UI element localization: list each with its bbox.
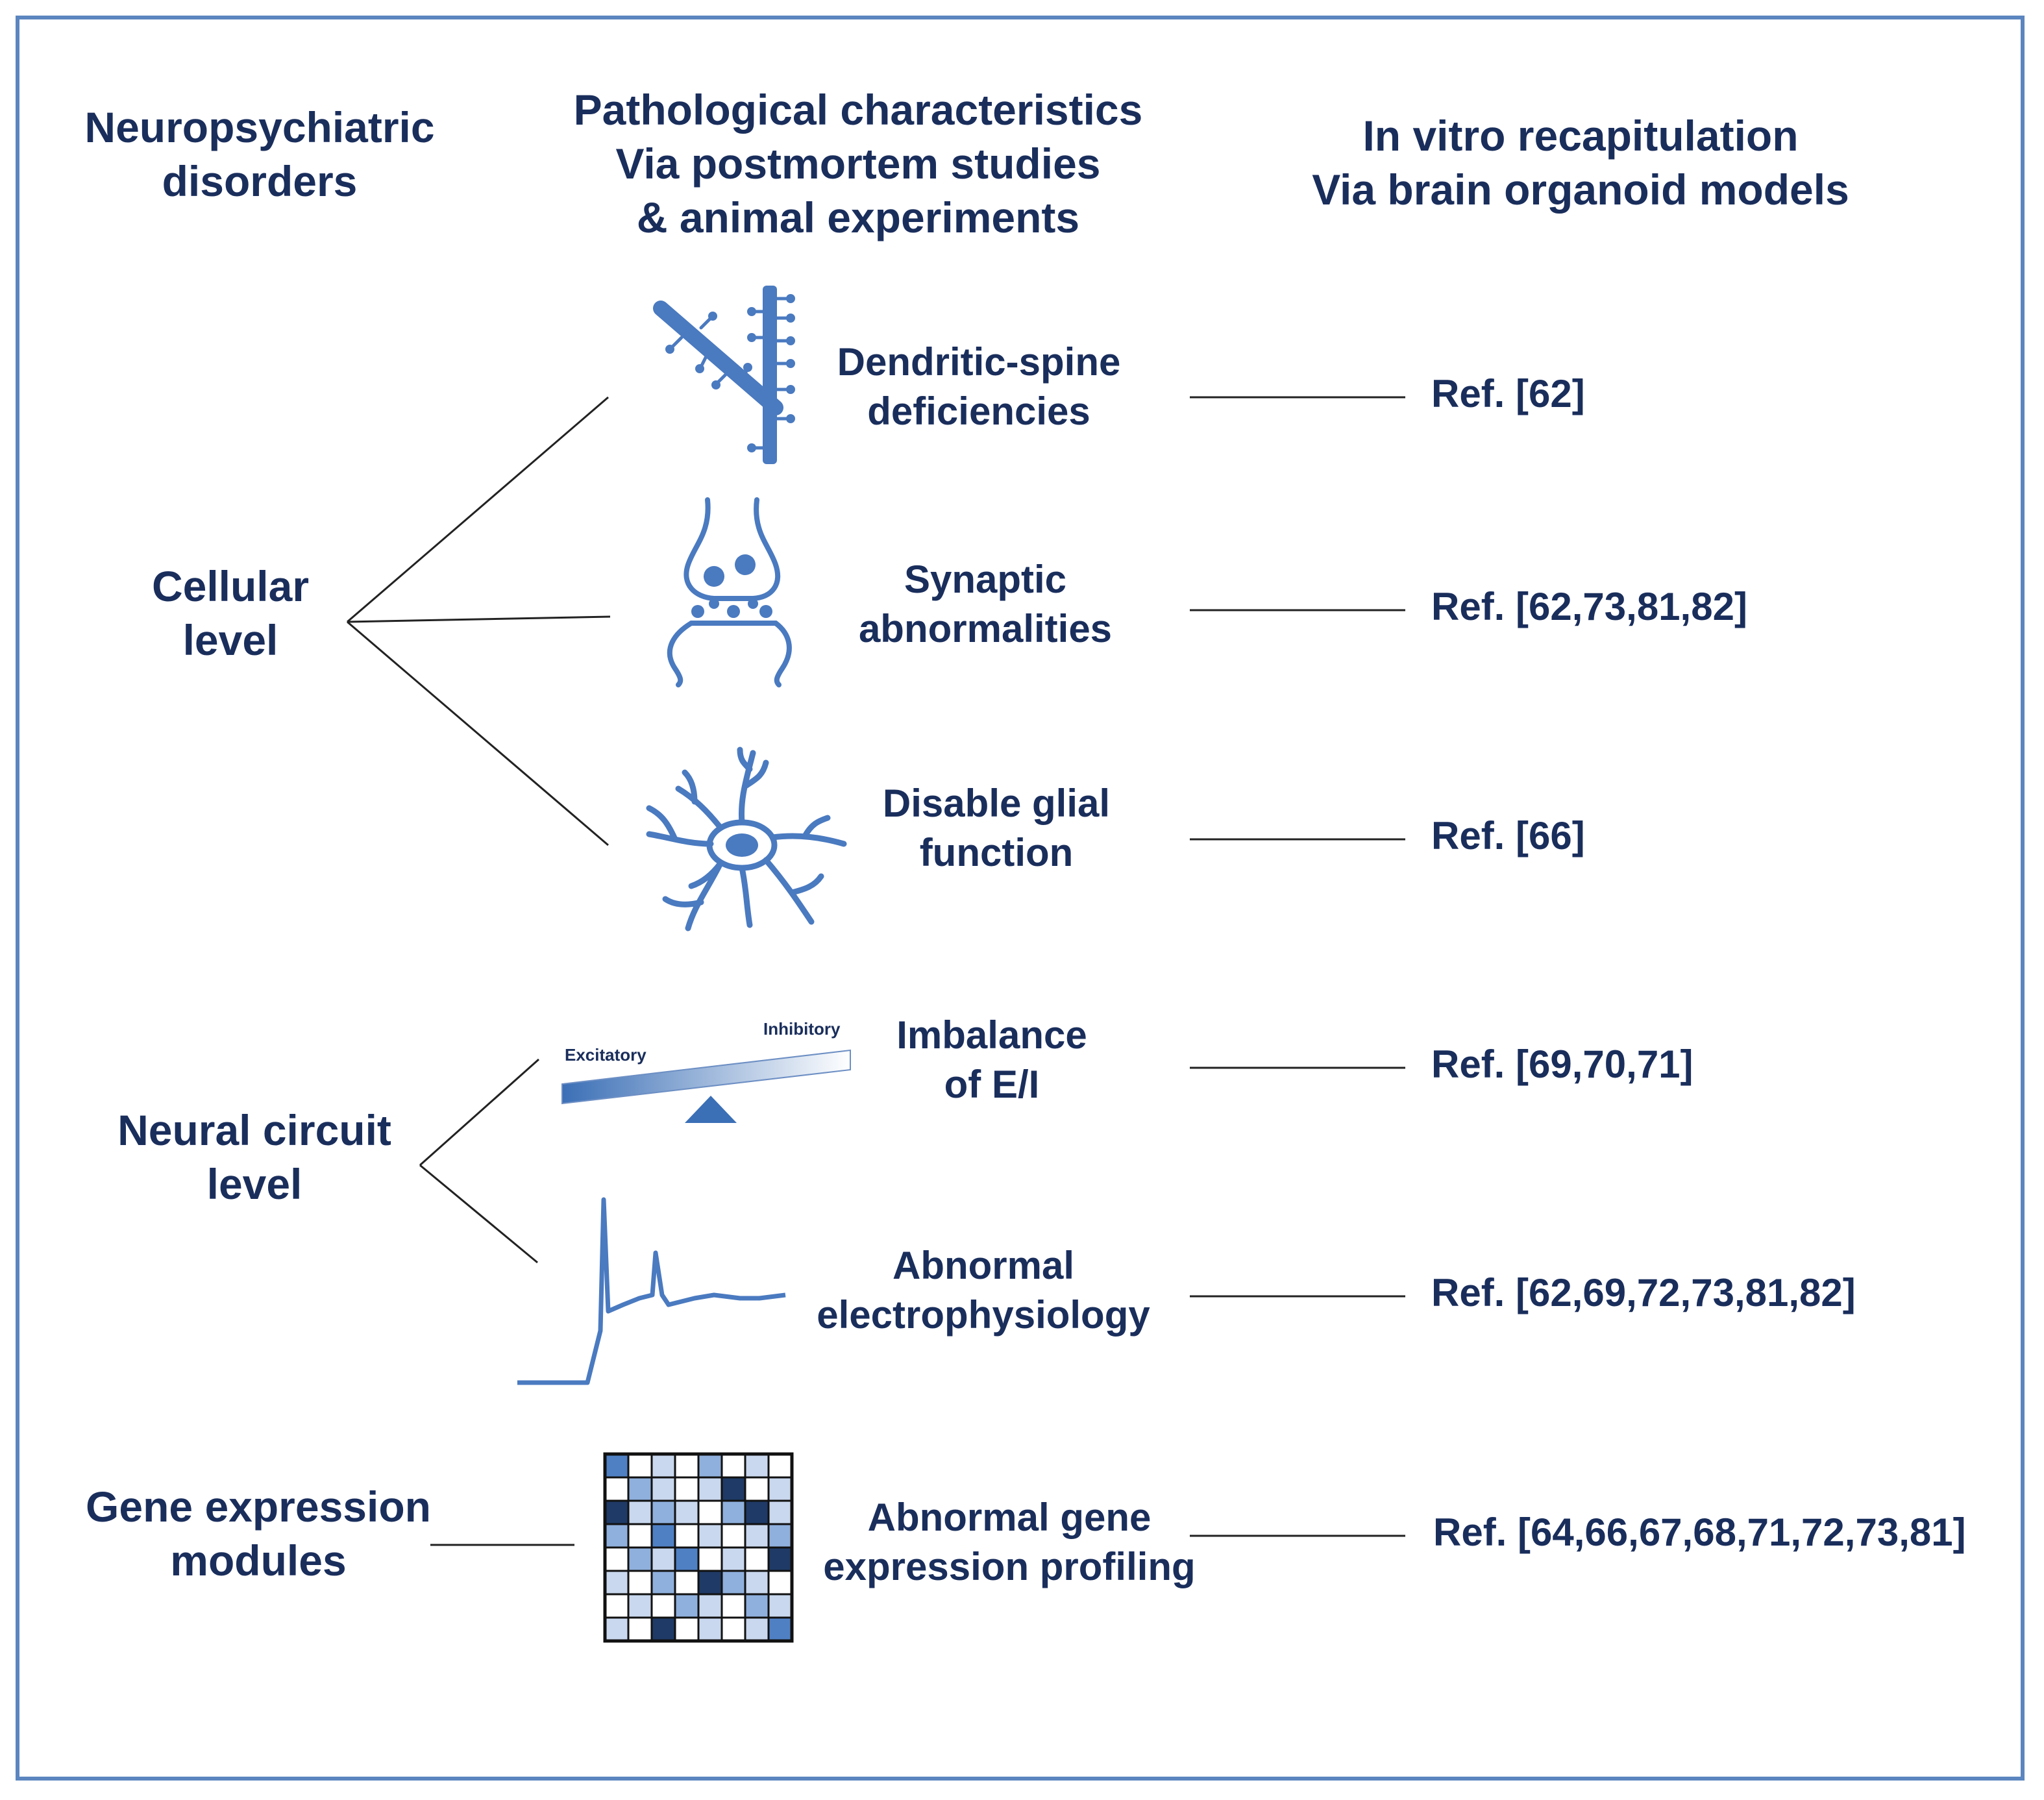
ref-ei-imbalance: Ref. [69,70,71] [1431, 1042, 1693, 1086]
heatmap-cell [650, 1546, 676, 1572]
ref-connector-lines [1190, 396, 1405, 1537]
heatmap-cell [767, 1593, 793, 1619]
heatmap-cell [627, 1616, 653, 1642]
heatmap-cell [720, 1546, 746, 1572]
heatmap-cell [650, 1570, 676, 1596]
heatmap-cell [674, 1616, 700, 1642]
heatmap-cell [650, 1593, 676, 1619]
seesaw-excitatory-label: Excitatory [565, 1045, 646, 1065]
heatmap-cell [604, 1476, 630, 1502]
heatmap-cell [627, 1570, 653, 1596]
heatmap-cell [650, 1616, 676, 1642]
heatmap-cell [744, 1453, 770, 1479]
heatmap-cell [627, 1523, 653, 1549]
heatmap-cell [674, 1499, 700, 1525]
heatmap-border [603, 1452, 794, 1643]
heatmap-cell [674, 1476, 700, 1502]
heatmap-cell [767, 1499, 793, 1525]
seesaw-inhibitory-label: Inhibitory [763, 1019, 841, 1039]
heatmap-cell [767, 1453, 793, 1479]
heatmap-cell [604, 1523, 630, 1549]
heatmap-cell [674, 1453, 700, 1479]
heatmap-cell [674, 1570, 700, 1596]
heatmap-cell [650, 1523, 676, 1549]
heatmap-cell [674, 1593, 700, 1619]
heatmap-cell [744, 1476, 770, 1502]
heatmap-cell [697, 1523, 723, 1549]
ref-synaptic: Ref. [62,73,81,82] [1431, 585, 1747, 628]
heatmap-cell [744, 1570, 770, 1596]
glial-cell-icon [646, 746, 847, 931]
heatmap-cell [674, 1523, 700, 1549]
heatmap-cell [604, 1570, 630, 1596]
heatmap-cell [697, 1570, 723, 1596]
heatmap-cell [767, 1523, 793, 1549]
heatmap-cell [604, 1593, 630, 1619]
heatmap-cell [627, 1546, 653, 1572]
figure-frame [16, 16, 2025, 1781]
heatmap-cell [697, 1593, 723, 1619]
heatmap-cell [697, 1616, 723, 1642]
heatmap-cell [767, 1546, 793, 1572]
heatmap-cell [767, 1616, 793, 1642]
heatmap-cell [650, 1499, 676, 1525]
heatmap-cell [720, 1523, 746, 1549]
heatmap-cell [697, 1546, 723, 1572]
heatmap-cell [697, 1453, 723, 1479]
heatmap-cell [627, 1593, 653, 1619]
heatmap-cell [674, 1546, 700, 1572]
heatmap-cell [604, 1453, 630, 1479]
ref-dendritic-spine: Ref. [62] [1431, 372, 1585, 415]
heatmap-cell [604, 1499, 630, 1525]
heatmap-cell [720, 1570, 746, 1596]
heatmap-cell [744, 1499, 770, 1525]
heatmap-cell [627, 1476, 653, 1502]
heatmap-cell [767, 1570, 793, 1596]
cellular-branch-lines [347, 396, 611, 846]
heatmap-cell [720, 1499, 746, 1525]
dendrite-icon [653, 286, 795, 464]
heatmap-cell [697, 1476, 723, 1502]
heatmap-cell [720, 1616, 746, 1642]
ref-gene-profiling: Ref. [64,66,67,68,71,72,73,81] [1433, 1510, 1966, 1554]
heatmap-cell [720, 1476, 746, 1502]
heatmap-cell [720, 1593, 746, 1619]
heatmap-cell [604, 1546, 630, 1572]
circuit-branch-lines [419, 1058, 539, 1264]
heatmap-cell [744, 1593, 770, 1619]
heatmap-cell [744, 1546, 770, 1572]
seesaw-icon [561, 1049, 851, 1123]
heatmap-icon [603, 1452, 794, 1643]
ref-electrophysiology: Ref. [62,69,72,73,81,82] [1431, 1271, 1856, 1314]
heatmap-cell [604, 1616, 630, 1642]
heatmap-cell [720, 1453, 746, 1479]
heatmap-cell [697, 1499, 723, 1525]
action-potential-icon [517, 1197, 786, 1385]
synapse-icon [667, 497, 792, 687]
heatmap-cell [627, 1499, 653, 1525]
heatmap-cell [767, 1476, 793, 1502]
heatmap-cell [744, 1523, 770, 1549]
heatmap-cell [627, 1453, 653, 1479]
heatmap-cell [650, 1453, 676, 1479]
heatmap-cell [744, 1616, 770, 1642]
heatmap-cell [650, 1476, 676, 1502]
ref-glial: Ref. [66] [1431, 814, 1585, 857]
